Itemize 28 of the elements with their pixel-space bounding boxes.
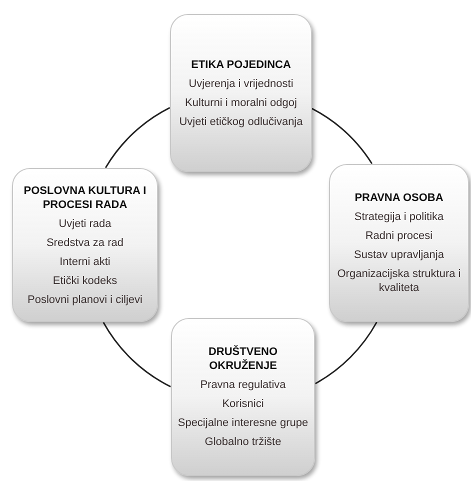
list-item: Sustav upravljanja xyxy=(354,248,444,262)
box-heading: ETIKA POJEDINCA xyxy=(191,58,291,72)
list-item: Organizacijska struktura i kvaliteta xyxy=(336,267,462,295)
list-item: Interni akti xyxy=(60,254,110,268)
rounded-box xyxy=(170,14,312,172)
list-item: Globalno tržište xyxy=(204,435,282,449)
box-heading: POSLOVNA KULTURA I PROCESI RADA xyxy=(22,184,148,212)
list-item: Korisnici xyxy=(222,397,264,411)
rounded-box xyxy=(329,164,469,322)
list-item: Radni procesi xyxy=(365,229,433,243)
list-item: Uvjeti rada xyxy=(58,216,112,230)
list-item: Poslovni planovi i ciljevi xyxy=(28,292,142,306)
curved-connector xyxy=(104,107,170,168)
list-item: Kulturni i moralni odgoj xyxy=(185,96,297,110)
box-heading: DRUŠTVENO OKRUŽENJE xyxy=(207,345,279,373)
curved-connector xyxy=(312,108,373,164)
list-item: Pravna regulativa xyxy=(200,378,286,392)
list-item: Uvjeti etičkog odlučivanja xyxy=(179,114,303,128)
list-item: Uvjerenja i vrijednosti xyxy=(188,76,294,90)
list-item: Sredstva za rad xyxy=(46,236,124,250)
rounded-box xyxy=(12,168,158,322)
list-item: Specijalne interesne grupe xyxy=(178,416,308,430)
curved-connector xyxy=(102,322,171,388)
box-heading: PRAVNA OSOBA xyxy=(354,191,444,205)
rounded-box xyxy=(171,318,315,476)
curved-connector xyxy=(315,322,378,384)
list-item: Etički kodeks xyxy=(52,274,118,288)
list-item: Strategija i politika xyxy=(354,210,444,224)
